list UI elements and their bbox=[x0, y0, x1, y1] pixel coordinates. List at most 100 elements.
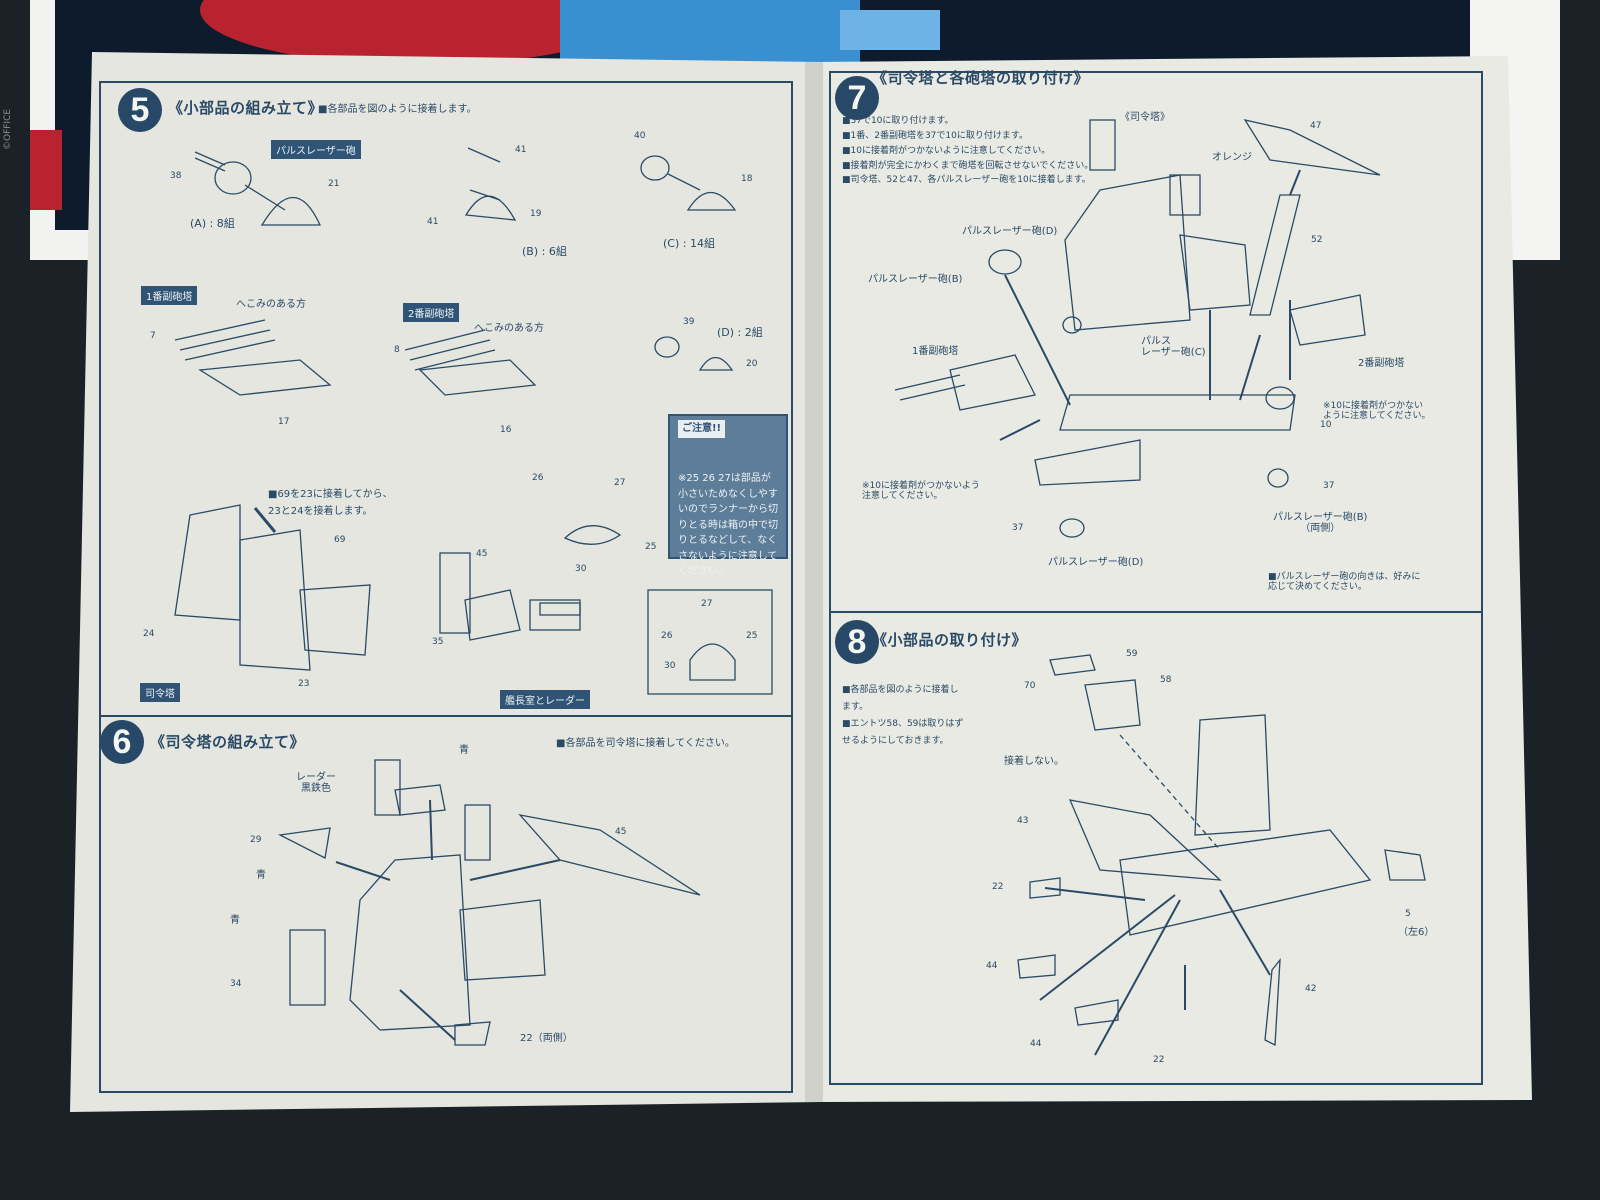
part-number: 23 bbox=[298, 679, 310, 689]
step7-title: 《司令塔と各砲塔の取り付け》 bbox=[872, 69, 1090, 87]
part-number: 59 bbox=[1126, 649, 1138, 659]
part-number: 29 bbox=[250, 835, 262, 845]
part-number: 52 bbox=[1311, 235, 1323, 245]
part-number: 37 bbox=[1323, 481, 1335, 491]
step6-title: 《司令塔の組み立て》 bbox=[150, 733, 306, 751]
part-number: 38 bbox=[170, 171, 182, 181]
step7-drawings bbox=[894, 119, 1381, 538]
left-6-label: （左6） bbox=[1398, 927, 1435, 938]
step5-instruction: ■各部品を図のように接着します。 bbox=[318, 104, 477, 115]
part-number: 22 bbox=[992, 882, 1004, 892]
blue-label-2: 青 bbox=[256, 870, 266, 881]
part-number: 7 bbox=[150, 331, 156, 341]
part-number: 43 bbox=[1017, 816, 1029, 826]
part-number: 47 bbox=[1310, 121, 1322, 131]
box-side-text: ©OFFICE bbox=[3, 108, 13, 150]
part-number: 22 bbox=[1153, 1055, 1165, 1065]
part-number: 39 bbox=[683, 317, 695, 327]
part-number: 44 bbox=[1030, 1039, 1042, 1049]
left-frame bbox=[99, 81, 793, 1093]
part-number: 25 bbox=[645, 542, 657, 552]
part-number: 20 bbox=[746, 359, 758, 369]
step5-title: 《小部品の組み立て》 bbox=[168, 99, 324, 117]
part-number: 26 bbox=[661, 631, 673, 641]
caution-title: ご注意!! bbox=[678, 420, 726, 438]
part-number: 5 bbox=[1405, 909, 1411, 919]
step7-notes: ■37で10に取り付けます。 ■1番、2番副砲塔を37で10に取り付けます。 ■… bbox=[842, 116, 1094, 186]
part-number: 26 bbox=[532, 473, 544, 483]
step5-number: 5 bbox=[118, 88, 162, 132]
step6-drawings bbox=[277, 759, 701, 1046]
step8-title: 《小部品の取り付け》 bbox=[872, 631, 1028, 649]
part-number: 10 bbox=[1320, 420, 1332, 430]
pulse-c-label: パルス レーザー砲(C) bbox=[1141, 336, 1206, 358]
step7-number: 7 bbox=[835, 76, 879, 120]
step8-number: 8 bbox=[835, 620, 879, 664]
bridge-note: ■69を23に接着してから、 23と24を接着します。 bbox=[268, 489, 393, 517]
part-number: 45 bbox=[476, 549, 488, 559]
part-number: 21 bbox=[328, 179, 340, 189]
set-a-label: (A) : 8組 bbox=[190, 217, 235, 230]
step8-drawings bbox=[1017, 654, 1426, 1056]
right-frame bbox=[829, 71, 1483, 1085]
gutter-shadow bbox=[805, 62, 823, 1102]
box-art-blue-ship-2 bbox=[840, 10, 940, 50]
blue-label-1: 青 bbox=[459, 745, 469, 756]
part-number: 30 bbox=[575, 564, 587, 574]
part-number: 40 bbox=[634, 131, 646, 141]
part-number: 27 bbox=[701, 599, 713, 609]
step5-drawings bbox=[174, 147, 773, 695]
bridge-tag: 司令塔 bbox=[140, 683, 180, 702]
pulse-d-label: パルスレーザー砲(D) bbox=[962, 226, 1058, 237]
set-d-label: (D) : 2組 bbox=[717, 326, 763, 339]
part-number: 45 bbox=[615, 827, 627, 837]
caution-body: ※25 26 27は部品が小さいためなくしやすいのでランナーから切りとる時は箱の… bbox=[678, 473, 778, 577]
blue-label-3: 青 bbox=[230, 915, 240, 926]
pulse-d-bottom-label: パルスレーザー砲(D) bbox=[1048, 557, 1144, 568]
glue-note-left: ※10に接着剤がつかないよう 注意してください。 bbox=[862, 481, 980, 501]
part-number: 30 bbox=[664, 661, 676, 671]
right-page bbox=[812, 56, 1532, 1102]
radar-label: レーダー 黒鉄色 bbox=[296, 772, 336, 794]
part-number: 41 bbox=[515, 145, 527, 155]
turret2-tag: 2番副砲塔 bbox=[403, 303, 460, 322]
part-number: 17 bbox=[278, 417, 290, 427]
captain-room-tag: 艦長室とレーダー bbox=[500, 690, 590, 709]
box-red-band bbox=[30, 130, 62, 210]
part-number: 8 bbox=[394, 345, 400, 355]
turret2-label: 2番副砲塔 bbox=[1358, 358, 1405, 369]
part-number: 34 bbox=[230, 979, 242, 989]
part-number: 44 bbox=[986, 961, 998, 971]
left-page bbox=[70, 52, 822, 1112]
bridge-label: 《司令塔》 bbox=[1120, 112, 1170, 123]
part-number: 24 bbox=[143, 629, 155, 639]
part-number: 37 bbox=[1012, 523, 1024, 533]
glue-note-right: ※10に接着剤がつかない ように注意してください。 bbox=[1323, 401, 1431, 421]
part-number: 70 bbox=[1024, 681, 1036, 691]
part-number: 69 bbox=[334, 535, 346, 545]
part-number: 19 bbox=[530, 209, 542, 219]
caution-box: ご注意!! ※25 26 27は部品が小さいためなくしやすいのでランナーから切り… bbox=[668, 414, 788, 577]
step6-instruction: ■各部品を司令塔に接着してください。 bbox=[556, 738, 735, 749]
step8-notes: ■各部品を図のように接着し ます。 ■エントツ58、59は取りはず せるようにし… bbox=[842, 685, 964, 747]
part-number: 58 bbox=[1160, 675, 1172, 685]
both-sides-label: 22（両側） bbox=[520, 1033, 573, 1044]
part-number: 41 bbox=[427, 217, 439, 227]
set-b-label: (B) : 6組 bbox=[522, 245, 567, 258]
part-number: 16 bbox=[500, 425, 512, 435]
part-number: 25 bbox=[746, 631, 758, 641]
pulse-b-label: パルスレーザー砲(B) bbox=[868, 274, 963, 285]
set-c-label: (C) : 14組 bbox=[663, 237, 715, 250]
part-number: 42 bbox=[1305, 984, 1317, 994]
part-number: 27 bbox=[614, 478, 626, 488]
direction-note: ■パルスレーザー砲の向きは、好みに 応じて決めてください。 bbox=[1268, 572, 1421, 592]
part-number: 18 bbox=[741, 174, 753, 184]
orange-label: オレンジ bbox=[1212, 152, 1252, 163]
step6-number: 6 bbox=[100, 720, 144, 764]
no-glue-label: 接着しない。 bbox=[1004, 756, 1064, 767]
part-number: 35 bbox=[432, 637, 444, 647]
pulse-b-both-label: パルスレーザー砲(B) （両側） bbox=[1273, 512, 1368, 534]
dent-side-label-1: へこみのある方 bbox=[236, 299, 306, 310]
